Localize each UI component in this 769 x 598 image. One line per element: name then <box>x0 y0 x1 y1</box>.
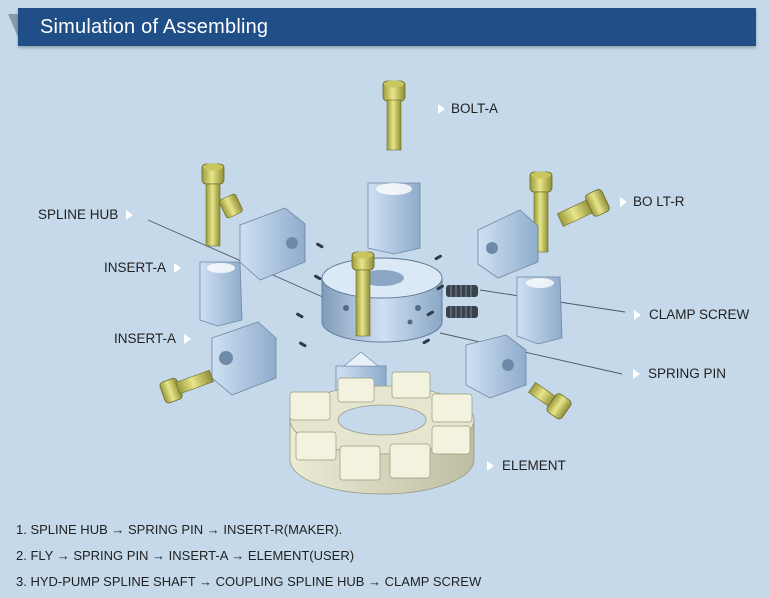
pointer-triangle-icon <box>184 333 192 344</box>
insert-block-upper-left-icon <box>239 207 306 281</box>
spring-pin-icons <box>296 242 444 348</box>
spline-hub-leader <box>147 219 326 299</box>
element-icon <box>289 371 475 495</box>
insert-block-upper-right-icon <box>477 209 539 279</box>
label-spring-pin: SPRING PIN <box>633 366 726 381</box>
pointer-triangle-icon <box>620 196 627 207</box>
assembly-steps: 1. SPLINE HUB → SPRING PIN → INSERT-R(MA… <box>16 520 481 598</box>
pointer-triangle-icon <box>126 209 134 220</box>
title-bar: Simulation of Assembling <box>18 8 756 46</box>
label-bolt-r: BO LT-R <box>620 194 685 209</box>
bolt-lower-left-icon <box>159 369 214 404</box>
pointer-triangle-icon <box>634 309 641 320</box>
insert-a-lower-left-icon <box>211 321 277 396</box>
label-spline-hub: SPLINE HUB <box>38 207 134 222</box>
label-bolt-a: BOLT-A <box>438 101 498 116</box>
clamp-screw-icon <box>446 285 478 318</box>
assembly-step: 3. HYD-PUMP SPLINE SHAFT → COUPLING SPLI… <box>16 574 482 589</box>
insert-top-center-icon <box>367 182 421 255</box>
label-insert-a-upper: INSERT-A <box>104 260 182 275</box>
bolt-center-icon <box>351 251 375 337</box>
spline-hub-icon <box>321 257 443 343</box>
bolt-lower-right-icon <box>528 382 572 420</box>
label-clamp-screw: CLAMP SCREW <box>634 307 749 322</box>
page-title: Simulation of Assembling <box>40 16 269 38</box>
bolt-left-upper-icon <box>201 163 243 247</box>
insert-lower-right-icon <box>465 334 527 399</box>
pointer-triangle-icon <box>174 262 182 273</box>
assembly-step: 2. FLY → SPRING PIN → INSERT-A → ELEMENT… <box>16 548 355 563</box>
bolt-a-icon <box>382 80 406 151</box>
assembly-step: 1. SPLINE HUB → SPRING PIN → INSERT-R(MA… <box>16 522 343 537</box>
spring-pin-leader <box>439 332 623 375</box>
bolt-r-icon <box>529 171 610 253</box>
label-insert-a-lower: INSERT-A <box>114 331 192 346</box>
pointer-triangle-icon <box>633 368 640 379</box>
pointer-triangle-icon <box>438 103 445 114</box>
insert-a-middle-left-icon <box>199 261 243 327</box>
insert-middle-right-icon <box>516 276 563 345</box>
label-element: ELEMENT <box>487 458 566 473</box>
pointer-triangle-icon <box>487 460 494 471</box>
